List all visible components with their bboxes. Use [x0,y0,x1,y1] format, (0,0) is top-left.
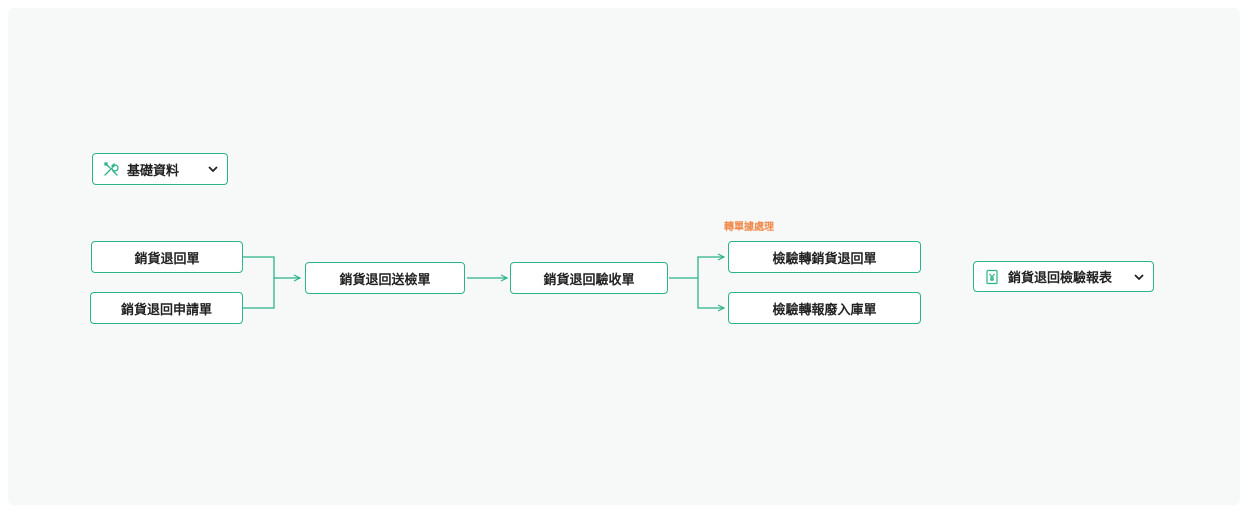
return-inspection-request-label: 銷貨退回送檢單 [339,272,431,288]
report-label: 銷貨退回檢驗報表 [1008,271,1113,286]
tools-icon [103,161,119,177]
chevron-down-icon [207,163,219,175]
return-inspection-request-node[interactable]: 銷貨退回送檢單 [305,262,465,294]
convert-to-sales-return-node[interactable]: 檢驗轉銷貨退回單 [728,241,921,273]
sales-return-node[interactable]: 銷貨退回單 [91,241,243,273]
convert-to-scrap-receipt-node[interactable]: 檢驗轉報廢入庫單 [728,292,921,324]
connector-return-merge [243,256,275,309]
convert-to-sales-return-label: 檢驗轉銷貨退回單 [772,251,877,267]
return-inspection-report-dropdown[interactable]: 銷貨退回檢驗報表 [973,261,1154,292]
return-inspection-receipt-node[interactable]: 銷貨退回驗收單 [510,262,668,294]
connector-to-convert-return [697,257,724,278]
basic-data-dropdown[interactable]: 基礎資料 [92,153,228,185]
convert-to-scrap-receipt-label: 檢驗轉報廢入庫單 [772,302,877,318]
chevron-down-icon [1133,271,1145,283]
sales-return-request-node[interactable]: 銷貨退回申請單 [90,292,243,324]
connector-to-convert-scrap [697,278,724,308]
conversion-note: 轉單據處理 [724,222,774,233]
basic-data-label: 基礎資料 [127,163,180,179]
report-icon [984,269,1000,285]
sales-return-request-label: 銷貨退回申請單 [120,302,212,318]
sales-return-label: 銷貨退回單 [134,251,200,267]
return-inspection-receipt-label: 銷貨退回驗收單 [543,272,635,288]
